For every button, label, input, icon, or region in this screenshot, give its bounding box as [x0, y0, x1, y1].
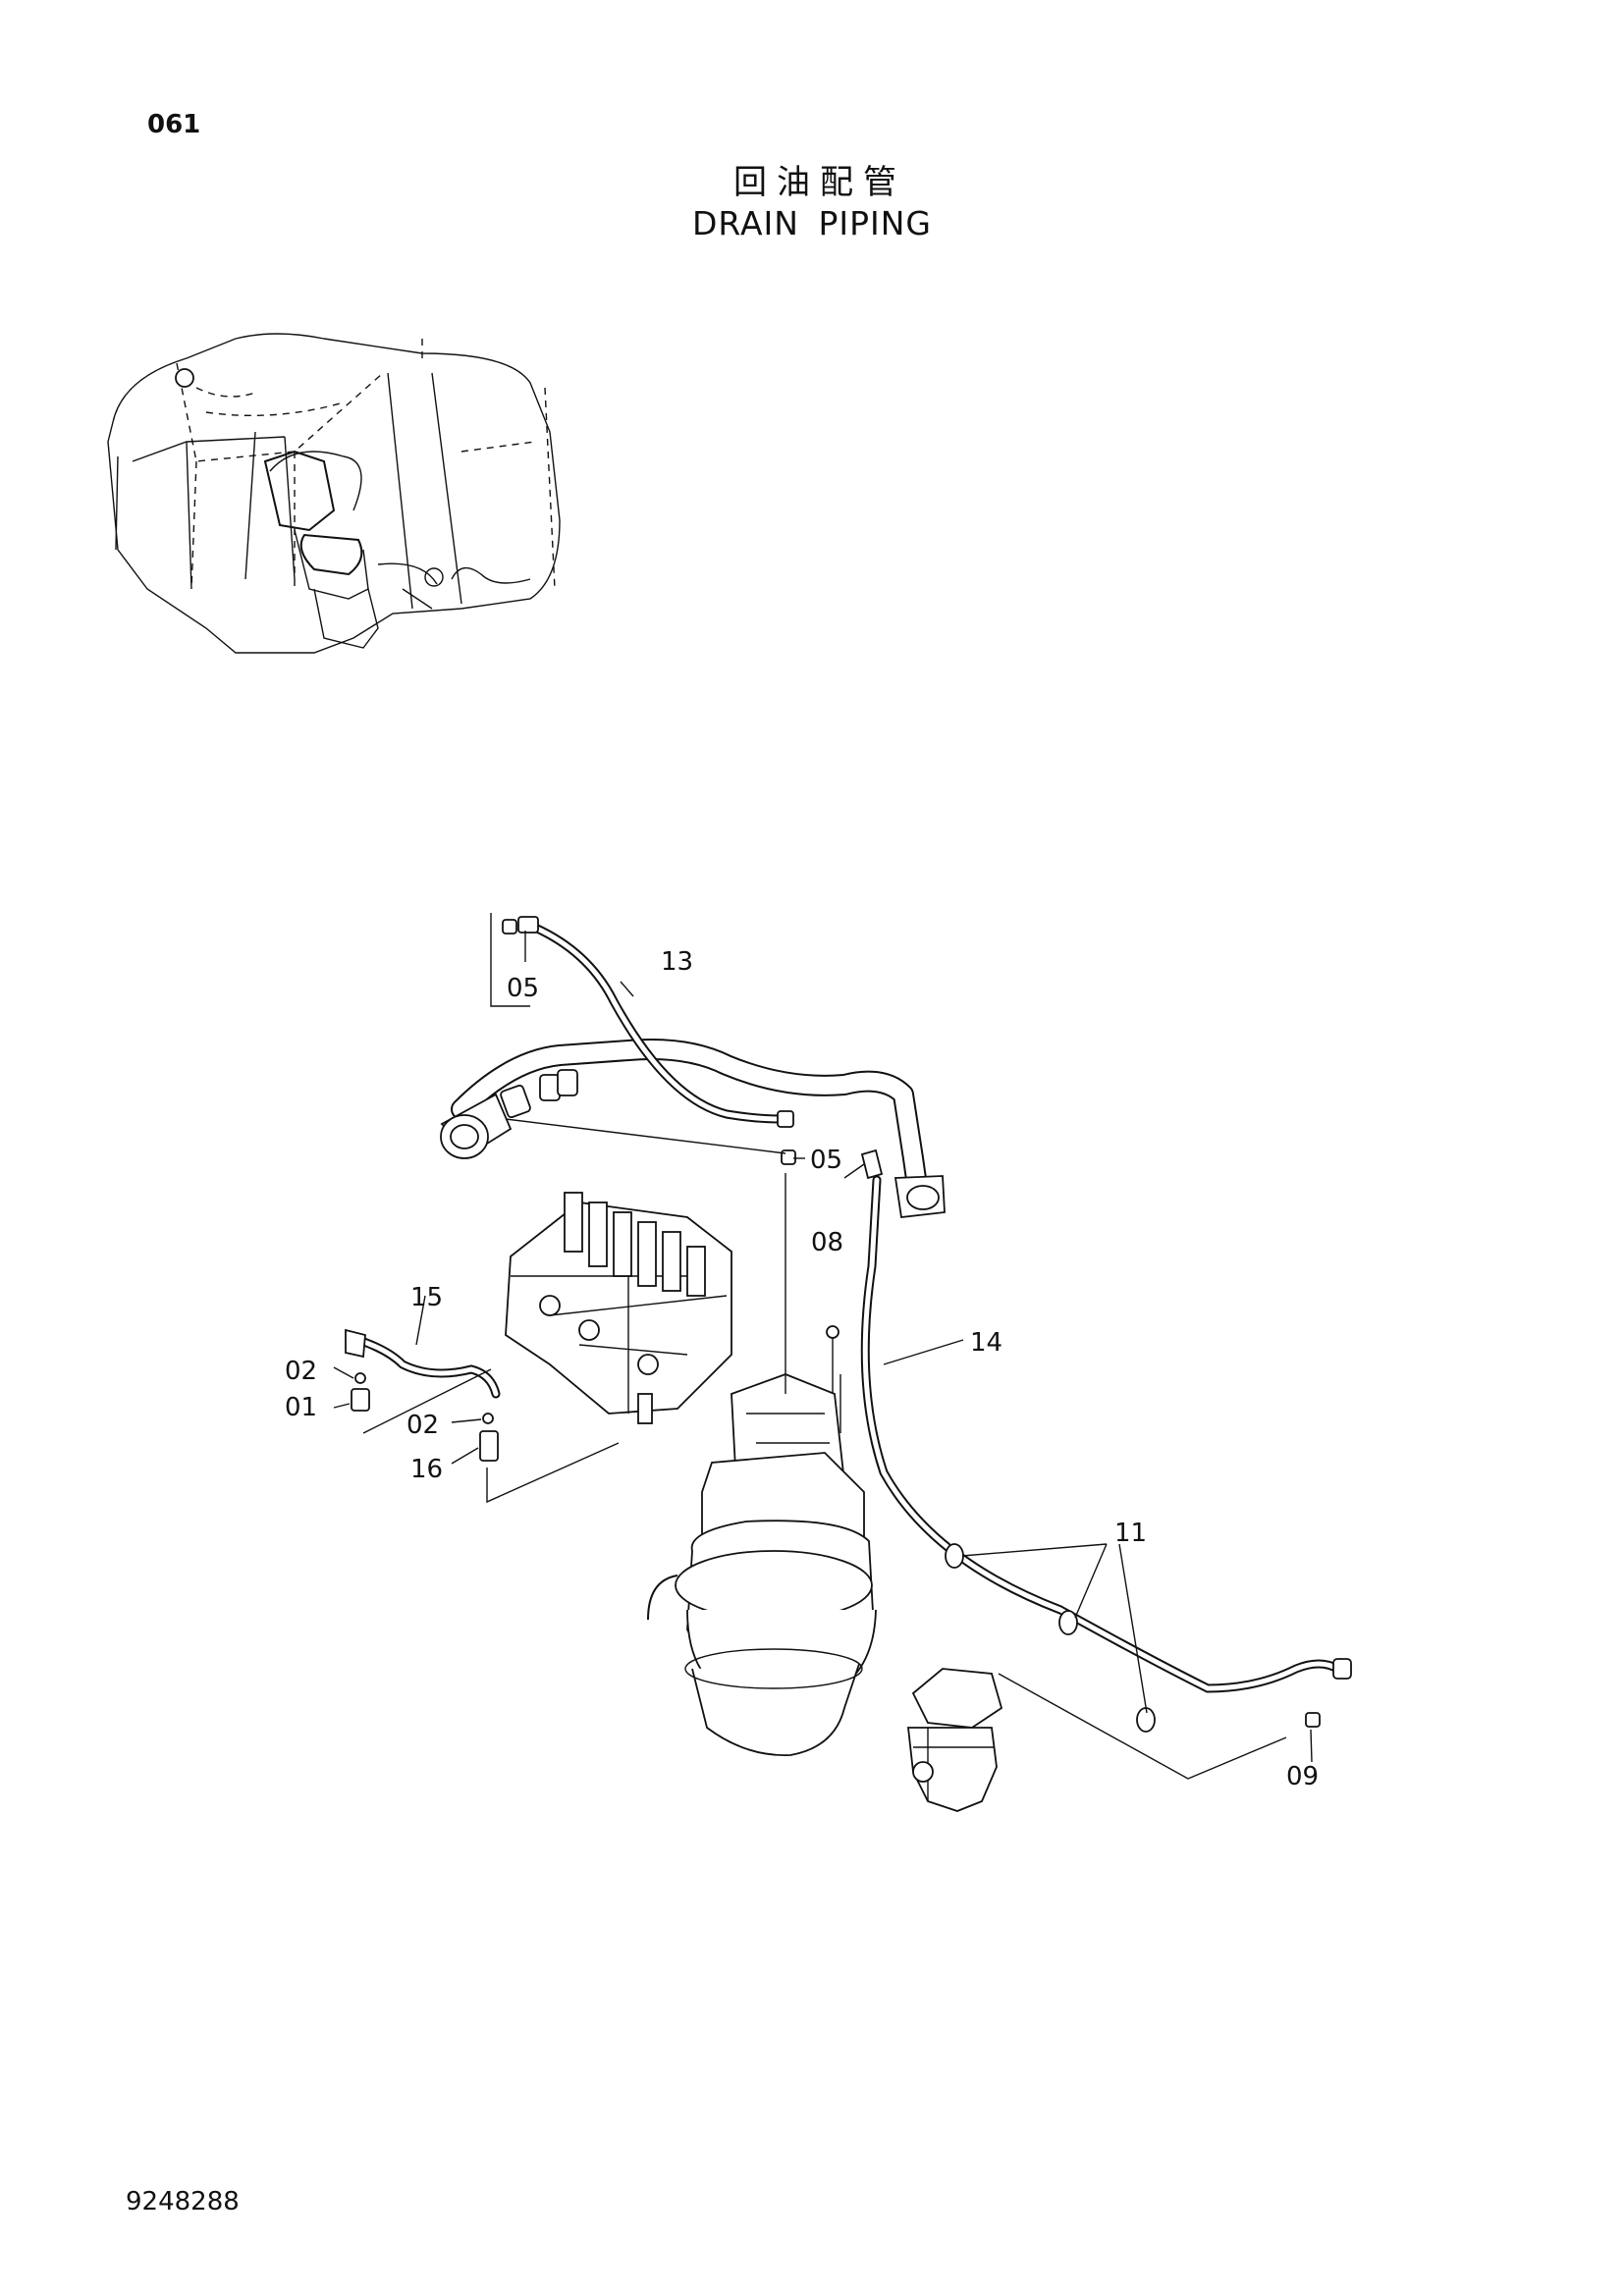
- callout-11: 11: [1114, 1519, 1147, 1548]
- callout-15: 15: [410, 1283, 443, 1312]
- document-number: 9248288: [126, 2187, 240, 2216]
- callout-16: 16: [410, 1455, 443, 1484]
- callout-05-middle: 05: [810, 1146, 842, 1175]
- callout-02-left: 02: [285, 1357, 317, 1386]
- title-english: DRAIN PIPING: [691, 204, 932, 242]
- callout-labels: 13 05 05 08 15 14 02 01 02 16 11 09: [285, 947, 1319, 1791]
- leader-lines: [333, 913, 1313, 1780]
- page-number: 061: [147, 110, 201, 139]
- callout-14: 14: [970, 1328, 1002, 1358]
- callout-05-top: 05: [507, 974, 539, 1003]
- callout-01: 01: [285, 1393, 317, 1422]
- callout-02-right: 02: [406, 1411, 439, 1440]
- machine-overview-illustration: [107, 333, 561, 654]
- callout-08: 08: [811, 1228, 843, 1257]
- callout-09: 09: [1286, 1762, 1319, 1791]
- drain-piping-assembly: [345, 916, 1352, 1812]
- title-chinese: 回油配管: [733, 163, 906, 202]
- callout-13: 13: [661, 947, 693, 977]
